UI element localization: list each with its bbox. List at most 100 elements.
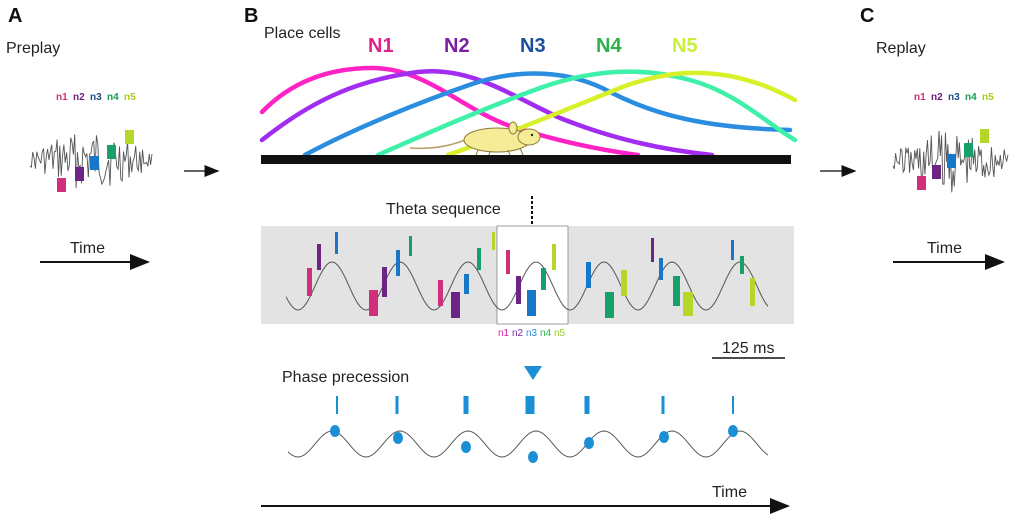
panel-c-spike-bars <box>917 129 989 190</box>
theta-bar-cycle6-n2 <box>651 238 654 262</box>
neuron-label-n5: n5 <box>554 328 566 339</box>
lfp-trace-c <box>892 130 1009 193</box>
phase-spike-ticks <box>336 396 734 414</box>
phase-dot-1 <box>330 425 340 437</box>
theta-bar-cycle7-n5 <box>750 278 755 306</box>
theta-bar-cycle6-n4 <box>673 276 680 306</box>
phase-tick-1 <box>336 396 338 414</box>
neuron-label-n3: n3 <box>90 92 102 103</box>
phase-spike-dots <box>330 425 738 463</box>
neuron-label-n4: n4 <box>540 328 552 339</box>
theta-sequence-label: Theta sequence <box>386 201 501 218</box>
track <box>261 155 791 164</box>
neuron-label-n5: n5 <box>982 92 994 103</box>
place-field-curve-n3 <box>302 71 793 158</box>
phase-dot-4 <box>528 451 538 463</box>
panel-a-letter: A <box>8 5 22 27</box>
phase-tick-2 <box>395 396 399 414</box>
phase-dot-6 <box>659 431 669 443</box>
theta-bar-cycle3-n3 <box>464 274 469 294</box>
phase-wave <box>287 430 769 458</box>
rat-illustration <box>409 121 541 156</box>
phase-tick-3 <box>463 396 469 414</box>
scale-bar-label: 125 ms <box>722 340 774 357</box>
panel-c-time-label: Time <box>927 240 962 257</box>
theta-bar-cycle5-n5 <box>621 270 627 296</box>
panel-c-lfp-trace <box>892 130 1009 193</box>
panel-a-time-label: Time <box>70 240 105 257</box>
spike-bar-n3 <box>947 154 956 168</box>
theta-bar-cycle6-n5 <box>683 292 693 316</box>
theta-bar-cycle4-n1 <box>506 250 510 274</box>
neuron-label-n2: n2 <box>931 92 943 103</box>
neuron-label-n5: n5 <box>124 92 136 103</box>
theta-bar-cycle3-n2 <box>451 292 460 318</box>
phase-marker-triangle <box>524 366 542 380</box>
place-field-curve-n4 <box>375 69 798 158</box>
neuron-label-n1: n1 <box>498 328 510 339</box>
phase-dot-3 <box>461 441 471 453</box>
spike-bar-n5 <box>980 129 989 143</box>
theta-bar-cycle4-n3 <box>527 290 536 316</box>
neuron-label-n3: n3 <box>526 328 538 339</box>
place-cell-label-n3: N3 <box>520 35 546 57</box>
theta-bar-cycle2-n3 <box>396 250 400 276</box>
panel-a-lfp-trace <box>29 134 153 189</box>
spike-bar-n2 <box>932 165 941 179</box>
phase-tick-5 <box>584 396 590 414</box>
phase-dot-2 <box>393 432 403 444</box>
panel-a-title: Preplay <box>6 40 60 57</box>
neuron-label-n2: n2 <box>73 92 85 103</box>
place-cell-label-n5: N5 <box>672 35 698 57</box>
theta-bar-cycle4-n4 <box>541 268 546 290</box>
theta-bar-cycle2-n4 <box>409 236 412 256</box>
place-field-curves <box>259 65 798 158</box>
place-cell-label-n1: N1 <box>368 35 394 57</box>
theta-bar-cycle3-n1 <box>438 280 443 306</box>
spike-bar-n1 <box>917 176 926 190</box>
theta-bar-cycle3-n5 <box>492 232 495 250</box>
theta-bar-cycle7-n4 <box>740 256 744 274</box>
phase-tick-6 <box>661 396 665 414</box>
neuron-label-n2: n2 <box>512 328 524 339</box>
panel-a: A Preplay n1 n2 n3 n4 n5 Time <box>6 5 153 270</box>
theta-oscillation <box>285 261 769 311</box>
lfp-trace-a <box>29 134 153 189</box>
spike-bar-n4 <box>964 143 973 157</box>
theta-spike-bars <box>307 232 755 318</box>
theta-bar-cycle4-n5 <box>552 244 556 270</box>
neuron-label-n4: n4 <box>107 92 119 103</box>
neuron-label-n3: n3 <box>948 92 960 103</box>
spike-bar-n2 <box>75 167 84 181</box>
theta-bar-cycle5-n3 <box>586 262 591 288</box>
panel-c-title: Replay <box>876 40 926 57</box>
spike-bar-n1 <box>57 178 66 192</box>
theta-bar-cycle2-n1 <box>369 290 378 316</box>
phase-dot-5 <box>584 437 594 449</box>
theta-bar-cycle7-n3 <box>731 240 734 260</box>
spike-bar-n4 <box>107 145 116 159</box>
phase-precession-label: Phase precession <box>282 369 409 386</box>
phase-dot-7 <box>728 425 738 437</box>
panel-a-neuron-labels: n1 n2 n3 n4 n5 <box>56 92 136 103</box>
theta-bar-cycle1-n1 <box>307 268 312 296</box>
theta-bar-cycle4-n2 <box>516 276 521 304</box>
theta-bar-cycle1-n3 <box>335 232 338 254</box>
phase-oscillation <box>287 430 769 458</box>
phase-tick-7 <box>732 396 734 414</box>
theta-bar-cycle1-n2 <box>317 244 321 270</box>
neuron-label-n1: n1 <box>56 92 68 103</box>
phase-tick-4 <box>525 396 535 414</box>
place-cell-label-n4: N4 <box>596 35 622 57</box>
theta-bar-cycle3-n4 <box>477 248 481 270</box>
place-cells-label: Place cells <box>264 25 340 42</box>
panel-c-letter: C <box>860 5 874 27</box>
panel-a-spike-bars <box>57 130 134 192</box>
panel-b-letter: B <box>244 5 258 27</box>
